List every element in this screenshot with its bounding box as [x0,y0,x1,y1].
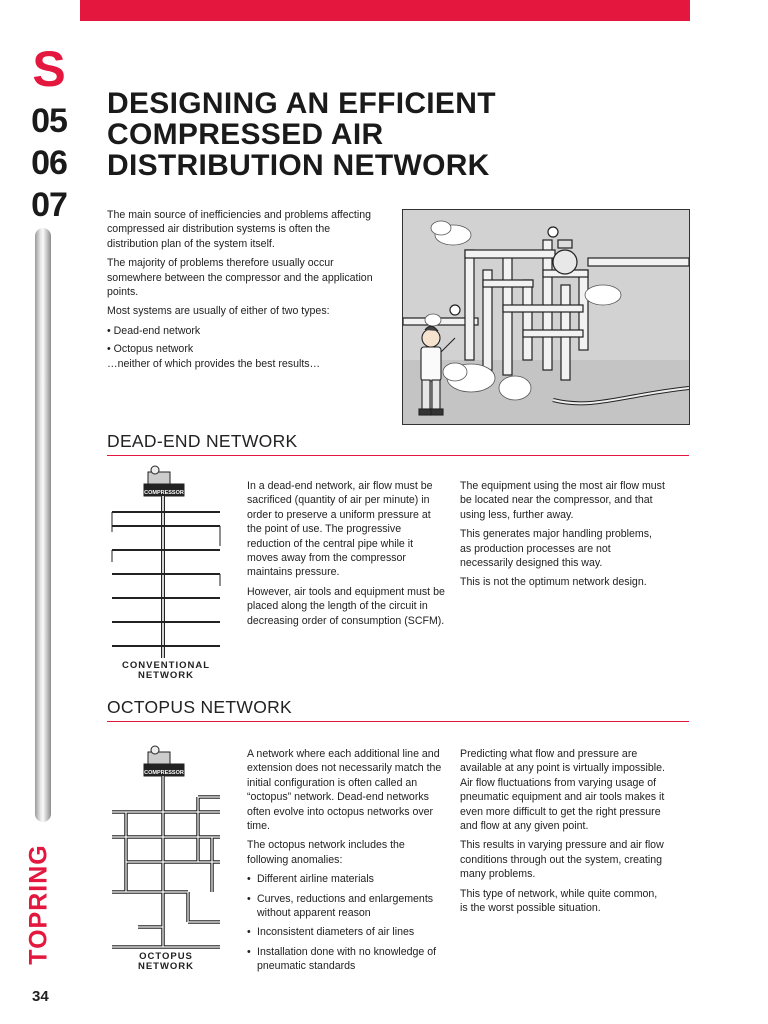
piping-illustration-svg [403,210,689,424]
octopus-col2-paragraph-1: Predicting what flow and pressure are av… [460,748,665,833]
dead-end-rule [107,455,689,456]
brand-text: TOPRING [24,844,53,965]
section-number-06: 06 [31,144,68,182]
octopus-heading: OCTOPUS NETWORK [107,697,293,717]
brand-logo: TOPRING [0,828,80,978]
dead-end-col1-paragraph-1: In a dead-end network, air flow must be … [247,480,433,579]
dead-end-compressor-label: COMPRESSOR [144,490,184,496]
caption-line-1: CONVENTIONAL [122,660,210,671]
list-item: Different airline materials [247,872,442,887]
octopus-network-diagram: COMPRESSOR [112,745,220,949]
caption-line-2: NETWORK [137,961,195,972]
section-letter: S [32,41,66,97]
octopus-rule [107,721,689,722]
list-item: Installation done with no knowledge of p… [247,945,442,974]
dead-end-col1-paragraph-2: However, air tools and equipment must be… [247,585,445,627]
dead-end-column-2: The equipment using the most air flow mu… [460,479,665,595]
octopus-col1-paragraph-1: A network where each additional line and… [247,748,442,833]
title-line-1: DESIGNING AN EFFICIENT [107,87,496,120]
conventional-network-caption: CONVENTIONAL NETWORK [106,661,226,681]
intro-closing: …neither of which provides the best resu… [107,357,321,370]
dead-end-col2-paragraph-2: This generates major handling problems, … [460,528,652,570]
dead-end-col2-paragraph-1: The equipment using the most air flow mu… [460,480,665,521]
caption-line-1: OCTOPUS [139,951,193,962]
top-red-bar [80,0,690,21]
section-number-05: 05 [31,102,68,140]
intro-bullet-octopus: • Octopus network [107,343,194,356]
intro-paragraph-3: Most systems are usually of either of tw… [107,305,330,318]
dead-end-heading: DEAD-END NETWORK [107,431,298,451]
title-line-3: DISTRIBUTION NETWORK [107,149,490,182]
octopus-network-caption: OCTOPUS NETWORK [106,952,226,972]
dead-end-column-1: In a dead-end network, air flow must be … [247,479,447,633]
dead-end-col2-paragraph-3: This is not the optimum network design. [460,576,647,589]
intro-bullet-dead-end: • Dead-end network [107,324,201,337]
conventional-network-diagram: COMPRESSOR [111,465,221,658]
octopus-col2-paragraph-2: This results in varying pressure and air… [460,839,664,881]
octopus-anomalies-list: Different airline materials Curves, redu… [247,872,442,973]
piping-illustration [402,209,690,425]
intro-paragraph-1: The main source of inefficiencies and pr… [107,209,372,250]
octopus-col1-paragraph-2: The octopus network includes the followi… [247,839,405,866]
page-number: 34 [32,988,49,1005]
octopus-compressor-label: COMPRESSOR [144,770,184,776]
page-title: DESIGNING AN EFFICIENT COMPRESSED AIR DI… [107,88,667,181]
octopus-col2-paragraph-3: This type of network, while quite common… [460,887,658,915]
side-pipe-graphic [35,228,51,822]
section-number-07: 07 [31,186,68,224]
title-line-2: COMPRESSED AIR [107,118,384,151]
list-item: Inconsistent diameters of air lines [247,925,442,940]
list-item: Curves, reductions and enlargements with… [247,892,442,921]
intro-text: The main source of inefficiencies and pr… [107,208,377,371]
intro-paragraph-2: The majority of problems therefore usual… [107,257,373,299]
octopus-column-2: Predicting what flow and pressure are av… [460,747,665,920]
octopus-column-1: A network where each additional line and… [247,747,442,979]
caption-line-2: NETWORK [137,670,195,681]
